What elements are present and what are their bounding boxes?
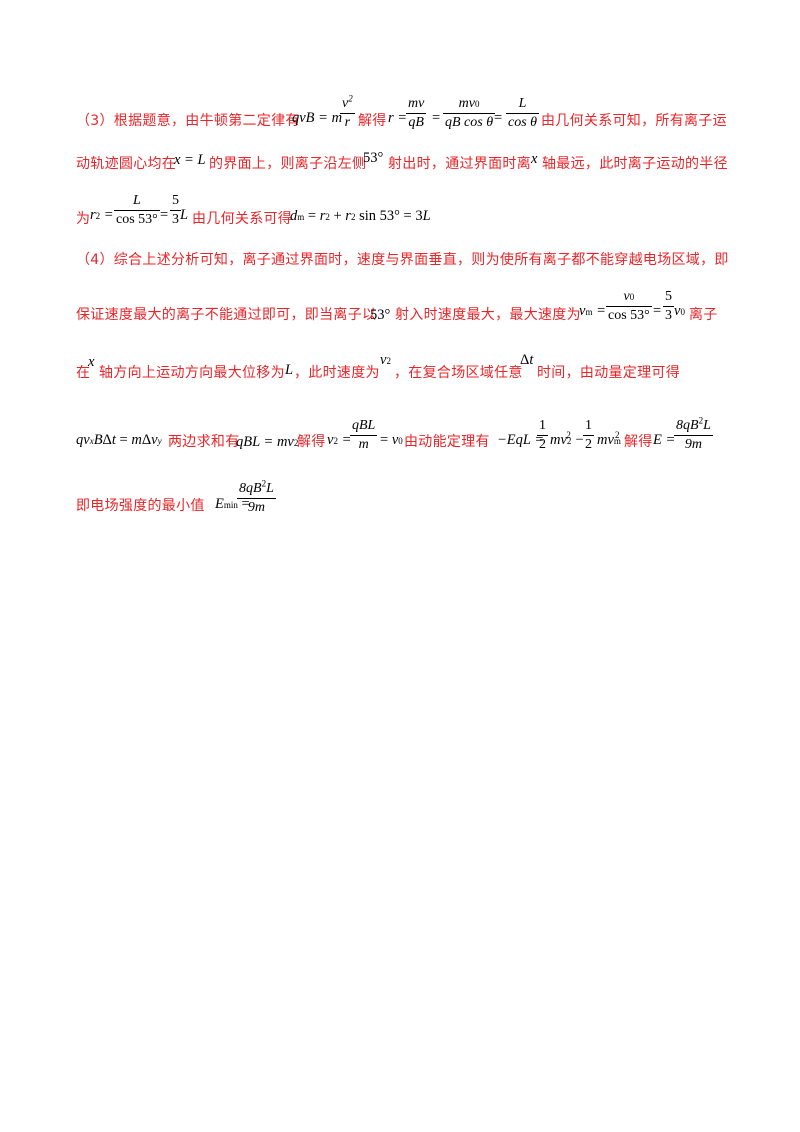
- p3-line2-text-a: 动轨迹圆心均在: [76, 156, 177, 172]
- p3-line1-text-a: （3）根据题意，由牛顿第二定律有: [76, 113, 300, 129]
- formula-momentum: qvxBΔt = mΔvy: [76, 432, 162, 448]
- p3-line3-text-b: 由几何关系可得: [192, 211, 293, 227]
- p3-line1-text-c: 由几何关系可知，所有离子运: [541, 113, 727, 129]
- formula-newton-left: qvB = m: [292, 110, 343, 126]
- formula-angle-53: 53°: [363, 150, 384, 166]
- formula-energy-left: −EqL =: [497, 432, 545, 448]
- formula-r-equals: r =: [388, 110, 408, 126]
- formula-L: L: [180, 207, 189, 223]
- p4-line5-text: 即电场强度的最小值: [76, 498, 205, 514]
- formula-r2-equals: r2 =: [90, 207, 114, 223]
- p4-line2-text-b: 射入时速度最大，最大速度为: [395, 307, 581, 323]
- formula-v2-equals: v2 =: [327, 432, 352, 448]
- p4-line4-text-b: 解得: [297, 434, 326, 450]
- formula-L-b: L: [285, 362, 294, 378]
- formula-mv2sq: mv22 −: [550, 430, 585, 448]
- formula-v0: v0: [674, 303, 685, 319]
- p3-line1-text-b: 解得: [358, 113, 387, 129]
- p4-line4-text-a: 两边求和有: [168, 434, 240, 450]
- formula-v2: v2: [380, 352, 391, 368]
- formula-eq1: =: [432, 110, 441, 126]
- p3-line2-text-c: 射出时，通过界面时离: [388, 156, 531, 172]
- formula-dm: dm = r2 + r2 sin 53° = 3L: [290, 208, 431, 224]
- formula-E-equals: E =: [653, 432, 676, 448]
- formula-x-equals-L: x = L: [174, 152, 206, 168]
- formula-mvmsq: mvm2: [597, 430, 621, 448]
- p4-line4-text-d: 解得: [624, 434, 653, 450]
- p4-line2-text-a: 保证速度最大的离子不能通过即可，即当离子以: [76, 307, 377, 323]
- formula-delta-t: Δt: [520, 352, 534, 368]
- p3-line3-text-a: 为: [76, 211, 91, 227]
- p4-line3-text-c: ，此时速度为: [294, 365, 380, 381]
- p4-line3-text-b: 轴方向上运动方向最大位移为: [99, 365, 285, 381]
- formula-x-axis: x: [531, 151, 538, 167]
- p4-line3-text-a: 在: [76, 365, 91, 381]
- p4-line2-text-c: 离子: [689, 307, 718, 323]
- p4-line3-text-e: 时间，由动量定理可得: [537, 365, 680, 381]
- formula-vm-equals: vm =: [579, 303, 606, 319]
- p3-line2-text-b: 的界面上，则离子沿左侧: [209, 156, 367, 172]
- p4-line1-text: （4）综合上述分析可知，离子通过界面时，速度与界面垂直，则为使所有离子都不能穿越…: [76, 252, 729, 268]
- formula-eq3: =: [160, 207, 169, 223]
- formula-eq4: =: [653, 303, 662, 319]
- p4-line4-text-c: 由动能定理有: [404, 434, 490, 450]
- formula-Emin-equals: Emin =: [215, 496, 250, 512]
- formula-eq-v0: = v0: [380, 432, 403, 448]
- formula-eq2: =: [494, 110, 503, 126]
- formula-qBL: qBL = mv2: [236, 434, 299, 450]
- formula-53deg: 53°: [370, 307, 391, 323]
- p4-line3-text-d: ，在复合场区域任意: [394, 365, 523, 381]
- formula-x-axis-b: x: [88, 354, 95, 370]
- p3-line2-text-d: 轴最远，此时离子运动的半径: [542, 156, 728, 172]
